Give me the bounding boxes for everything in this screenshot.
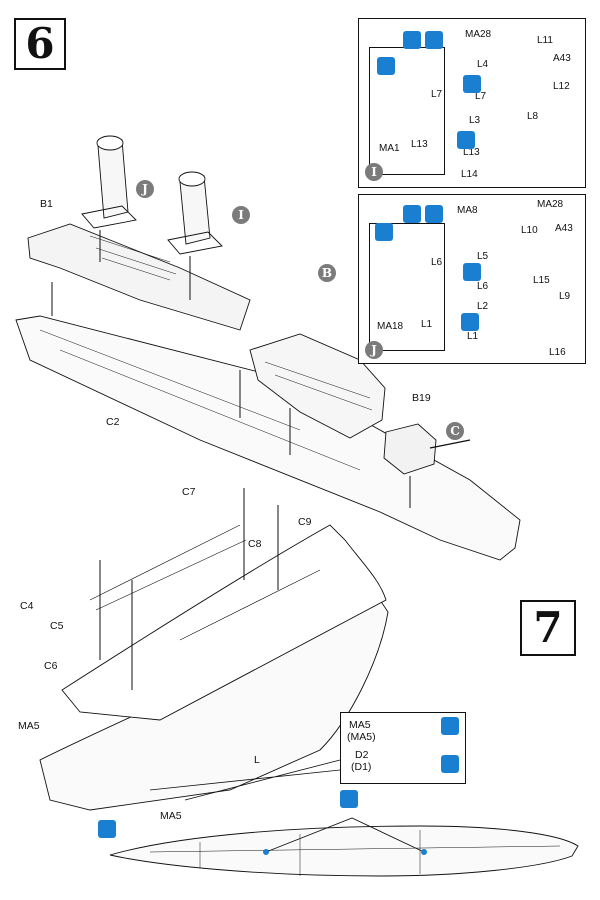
label-L16: L16 [549,347,566,358]
label-L6a: L6 [431,257,443,268]
label-C7: C7 [182,486,196,498]
label-L7b: L7 [475,91,487,102]
label-L2: L2 [477,301,489,312]
label-MA5a: MA5 [18,720,40,732]
detail-label-D1-alt: (D1) [351,761,372,773]
callout-I: I [232,206,250,224]
label-L1b: L1 [467,331,479,342]
option-icon [340,790,358,808]
detail-label-MA5: MA5 [349,719,371,731]
label-C5: C5 [50,620,64,632]
label-L5: L5 [477,251,489,262]
label-L13a: L13 [411,139,428,150]
label-L: L [254,754,260,766]
label-MA28: MA28 [537,199,564,210]
step-7-number: 7 [520,600,576,656]
label-A43: A43 [553,53,571,64]
label-MA8: MA8 [457,205,478,216]
assembly-icon [457,131,475,149]
label-C2: C2 [106,416,120,428]
funnel-forward [97,139,129,219]
inset-J: J MA8 MA28 L10 A43 L5 L6 L6 L15 L9 L2 MA… [358,194,586,364]
assembly-icon [463,75,481,93]
assembly-icon [463,263,481,281]
step-6-number: 6 [14,18,66,70]
turret [383,423,437,475]
inset-I: I MA28 L11 A43 L4 L7 L12 L7 MA1 L13 L3 L… [358,18,586,188]
label-C4: C4 [20,600,34,612]
label-B19: B19 [412,392,431,404]
label-L8: L8 [527,111,539,122]
detail-label-MA5-alt: (MA5) [347,731,376,743]
label-L3: L3 [469,115,481,126]
assembly-icon [403,205,421,223]
superstructure [27,223,251,331]
paint-drop-icon [98,820,116,838]
detail-box-MA5-D2: MA5 (MA5) D2 (D1) [340,712,466,784]
label-L13b: L13 [463,147,480,158]
paint-drop-icon [375,223,393,241]
inset-J-badge: J [365,341,383,359]
glue-icon [425,31,443,49]
label-MA5b: MA5 [160,810,182,822]
hull-deck [15,315,521,561]
assembly-icon [403,31,421,49]
label-C9: C9 [298,516,312,528]
label-L15: L15 [533,275,550,286]
label-L7a: L7 [431,89,443,100]
label-C6: C6 [44,660,58,672]
label-L11: L11 [537,35,553,46]
paint-drop-icon [377,57,395,75]
label-MA18: MA18 [377,321,404,332]
assembly-icon [461,313,479,331]
callout-B: B [318,264,336,282]
inset-I-badge: I [365,163,383,181]
label-L6b: L6 [477,281,489,292]
glue-icon [441,755,459,773]
detail-label-D2: D2 [355,749,369,761]
hull-plan-view [109,825,579,877]
option-icon [441,717,459,735]
glue-icon [425,205,443,223]
label-MA1: MA1 [379,143,400,154]
label-L4: L4 [477,59,489,70]
label-MA28: MA28 [465,29,492,40]
label-C8: C8 [248,538,262,550]
label-L9: L9 [559,291,571,302]
inset-J-sub-box [369,223,445,351]
hull-deck-upper [61,524,387,721]
label-L1a: L1 [421,319,433,330]
label-B1: B1 [40,198,53,210]
callout-J: J [136,180,154,198]
label-L10: L10 [521,225,538,236]
label-L14: L14 [461,169,478,180]
label-A43: A43 [555,223,573,234]
bridge-assembly [249,333,386,439]
callout-C: C [446,422,464,440]
label-L12: L12 [553,81,570,92]
